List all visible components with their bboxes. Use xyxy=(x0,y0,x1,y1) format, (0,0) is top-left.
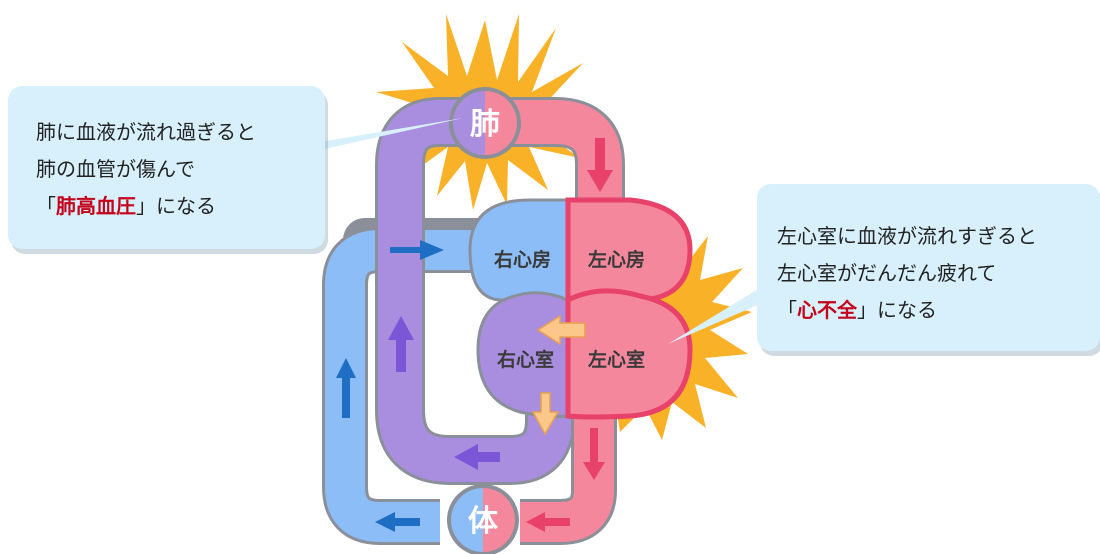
left-ventricle-label: 左心室 xyxy=(588,348,645,371)
callout-right-line1: 左心室に血液が流れすぎると xyxy=(777,224,1037,248)
callout-right-pointer xyxy=(668,288,760,344)
flow-arrows xyxy=(336,138,613,532)
heart: 右心房 左心房 右心室 左心室 xyxy=(468,197,693,420)
arrow-up-systemic xyxy=(336,358,356,418)
arrow-down-aorta xyxy=(583,428,605,480)
body-label: 体 xyxy=(468,504,499,539)
callout-left-line3: 「肺高血圧」になる xyxy=(36,188,325,225)
callout-right-line3: 「心不全」になる xyxy=(777,292,1100,329)
left-ventricle xyxy=(565,288,693,420)
lung-node: 肺 xyxy=(449,87,521,159)
arrow-down-pulmonary-vein xyxy=(587,138,613,192)
highlight-term: 心不全 xyxy=(797,298,857,322)
right-ventricle-label: 右心室 xyxy=(496,348,554,371)
pulmonary-artery xyxy=(378,100,572,482)
callout-left-line1: 肺に血液が流れ過ぎると xyxy=(36,120,256,144)
arrow-down-heart xyxy=(531,392,560,436)
bracket-open: 「 xyxy=(36,194,56,218)
bracket-open: 「 xyxy=(777,298,797,322)
callout-pulmonary-hypertension: 肺に血液が流れ過ぎると 肺の血管が傷んで 「肺高血圧」になる xyxy=(8,86,325,249)
arrow-up-pulmonary-artery xyxy=(388,316,414,372)
left-atrium-label: 左心房 xyxy=(588,248,645,271)
lung-label: 肺 xyxy=(470,107,500,142)
bracket-close-text: 」になる xyxy=(857,298,937,322)
bracket-close-text: 」になる xyxy=(136,194,216,218)
callout-right-line2: 左心室がだんだん疲れて xyxy=(777,261,997,285)
callout-left-pointer xyxy=(320,118,463,150)
callout-left-line2: 肺の血管が傷んで xyxy=(36,157,195,181)
highlight-term: 肺高血圧 xyxy=(56,194,136,218)
arrow-left-body-red xyxy=(526,512,570,532)
right-atrium-label: 右心房 xyxy=(493,248,551,271)
arrow-left-heart xyxy=(536,314,586,346)
right-atrium xyxy=(468,198,570,302)
arrow-left-body-blue xyxy=(375,512,420,532)
callout-heart-failure: 左心室に血液が流れすぎると 左心室がだんだん疲れて 「心不全」になる xyxy=(757,184,1100,351)
arrow-right-systemic-return xyxy=(390,240,444,260)
body-node: 体 xyxy=(447,484,519,554)
arrow-left-pulmonary-return xyxy=(454,444,500,470)
